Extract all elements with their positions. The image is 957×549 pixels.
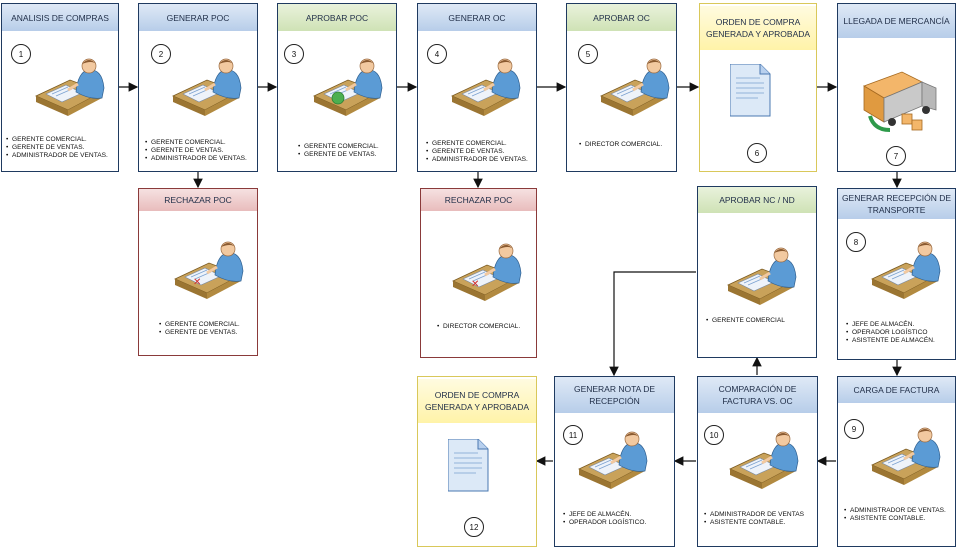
step-llegada-mercancia[interactable]: LLEGADA DE MERCANCÍA 7	[837, 3, 956, 172]
step-title: ORDEN DE COMPRA GENERADA Y APROBADA	[418, 379, 536, 423]
step-title: RECHAZAR POC	[139, 189, 257, 211]
step-number: 8	[846, 232, 866, 252]
step-title: RECHAZAR POC	[421, 189, 536, 211]
person-desk-icon	[728, 431, 800, 491]
roles-list: JEFE DE ALMACÉN.OPERADOR LOGÍSTICOASISTE…	[846, 321, 935, 346]
person-approve-icon	[726, 247, 798, 307]
step-analisis-compras[interactable]: ANALISIS DE COMPRAS 1 GERENTE COMERCIAL.…	[1, 3, 119, 172]
roles-list: JEFE DE ALMACÉN.OPERADOR LOGÍSTICO.	[563, 511, 646, 527]
step-title: CARGA DE FACTURA	[838, 377, 955, 403]
step-title: LLEGADA DE MERCANCÍA	[838, 4, 955, 38]
step-number: 6	[747, 143, 767, 163]
roles-list: GERENTE COMERCIAL.GERENTE DE VENTAS.	[298, 143, 379, 159]
step-number: 1	[11, 44, 31, 64]
roles-list: GERENTE COMERCIAL.GERENTE DE VENTAS.	[159, 321, 240, 337]
roles-list: DIRECTOR COMERCIAL.	[579, 141, 662, 149]
roles-list: GERENTE COMERCIAL.GERENTE DE VENTAS.ADMI…	[6, 136, 108, 161]
step-title: ORDEN DE COMPRA GENERADA Y APROBADA	[700, 6, 816, 50]
person-reject-icon: ✕	[451, 243, 523, 303]
person-desk-icon	[34, 58, 106, 118]
step-title: ANALISIS DE COMPRAS	[2, 4, 118, 31]
step-number: 3	[284, 44, 304, 64]
step-aprobar-nc-nd[interactable]: APROBAR NC / ND GERENTE COMERCIAL	[697, 186, 817, 358]
person-approve-icon	[312, 58, 384, 118]
svg-text:✕: ✕	[471, 279, 479, 290]
person-approve-icon	[599, 58, 671, 118]
step-orden-compra-generada[interactable]: ORDEN DE COMPRA GENERADA Y APROBADA 6	[699, 3, 817, 172]
document-icon	[730, 64, 771, 117]
person-desk-icon	[171, 58, 243, 118]
step-comparacion-factura[interactable]: COMPARACIÓN DE FACTURA VS. OC 10 ADMINIS…	[697, 376, 818, 547]
step-number: 4	[427, 44, 447, 64]
svg-text:✕: ✕	[193, 277, 201, 288]
step-aprobar-poc[interactable]: APROBAR POC 3 GERENTE COMERCIAL.GERENTE …	[277, 3, 397, 172]
roles-list: GERENTE COMERCIAL.GERENTE DE VENTAS.ADMI…	[426, 140, 528, 165]
document-icon	[448, 439, 489, 492]
step-number: 11	[563, 425, 583, 445]
step-number: 7	[886, 146, 906, 166]
step-title: GENERAR POC	[139, 4, 257, 31]
step-title: GENERAR RECEPCIÓN DE TRANSPORTE	[838, 189, 955, 219]
step-aprobar-oc[interactable]: APROBAR OC 5 DIRECTOR COMERCIAL.	[566, 3, 677, 172]
delivery-truck-icon	[863, 71, 937, 132]
step-title: GENERAR OC	[418, 4, 536, 31]
roles-list: GERENTE COMERCIAL	[706, 317, 785, 325]
step-generar-poc[interactable]: GENERAR POC 2 GERENTE COMERCIAL.GERENTE …	[138, 3, 258, 172]
person-desk-icon	[577, 431, 649, 491]
roles-list: ADMINISTRADOR DE VENTAS.ASISTENTE CONTAB…	[844, 507, 946, 523]
step-title: GENERAR NOTA DE RECEPCIÓN	[555, 377, 674, 413]
person-desk-icon	[870, 427, 942, 487]
step-title: APROBAR NC / ND	[698, 187, 816, 213]
step-carga-factura[interactable]: CARGA DE FACTURA 9 ADMINISTRADOR DE VENT…	[837, 376, 956, 547]
step-number: 10	[704, 425, 724, 445]
step-generar-recepcion-transporte[interactable]: GENERAR RECEPCIÓN DE TRANSPORTE 8 JEFE D…	[837, 188, 956, 360]
step-number: 5	[578, 44, 598, 64]
roles-list: GERENTE COMERCIAL.GERENTE DE VENTAS.ADMI…	[145, 139, 247, 164]
person-desk-icon	[870, 241, 942, 301]
person-reject-icon: ✕	[173, 241, 245, 301]
step-rechazar-poc-1[interactable]: RECHAZAR POC ✕ GERENTE COMERCIAL.GERENTE…	[138, 188, 258, 356]
roles-list: DIRECTOR COMERCIAL.	[437, 323, 520, 331]
step-rechazar-poc-2[interactable]: RECHAZAR POC ✕ DIRECTOR COMERCIAL.	[420, 188, 537, 358]
roles-list: ADMINISTRADOR DE VENTASASISTENTE CONTABL…	[704, 511, 804, 527]
step-number: 12	[464, 517, 484, 537]
step-title: COMPARACIÓN DE FACTURA VS. OC	[698, 377, 817, 413]
arrow-nc-11	[609, 271, 696, 377]
step-number: 9	[844, 419, 864, 439]
step-generar-nota-recepcion[interactable]: GENERAR NOTA DE RECEPCIÓN 11 JEFE DE ALM…	[554, 376, 675, 547]
step-orden-compra-final[interactable]: ORDEN DE COMPRA GENERADA Y APROBADA 12	[417, 376, 537, 547]
step-title: APROBAR POC	[278, 4, 396, 31]
step-generar-oc[interactable]: GENERAR OC 4 GERENTE COMERCIAL.GERENTE D…	[417, 3, 537, 172]
step-number: 2	[151, 44, 171, 64]
person-desk-icon	[450, 58, 522, 118]
step-title: APROBAR OC	[567, 4, 676, 31]
